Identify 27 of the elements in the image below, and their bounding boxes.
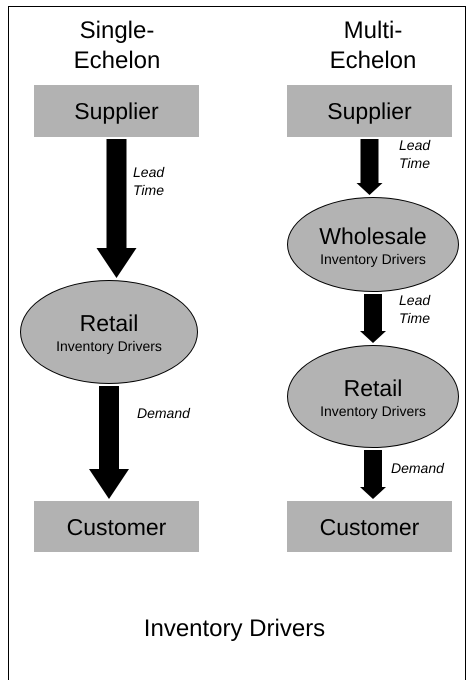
node-title: Customer <box>66 512 166 540</box>
process-box <box>287 85 452 137</box>
node-title: Customer <box>320 512 420 540</box>
block-arrow <box>360 294 386 343</box>
block-arrow <box>96 139 136 278</box>
block-arrow <box>360 450 386 499</box>
node-title: Supplier <box>327 97 412 125</box>
process-box <box>34 85 199 137</box>
process-box <box>287 501 452 552</box>
block-arrow <box>356 139 382 195</box>
edge-label: Demand <box>391 459 446 477</box>
process-box <box>34 501 199 552</box>
node-subtitle: Inventory Drivers <box>320 402 426 420</box>
edge-label: Lead Time <box>399 291 432 327</box>
node-subtitle: Inventory Drivers <box>320 250 426 268</box>
column-heading: Multi-Echelon <box>328 16 418 76</box>
column-heading: Single-Echelon <box>72 16 162 76</box>
node-title: Wholesale <box>319 222 427 250</box>
node-title: Supplier <box>74 97 159 125</box>
edge-label: Demand <box>137 404 192 422</box>
edge-label: Lead Time <box>133 163 166 199</box>
node-title: Retail <box>80 309 138 337</box>
caption: Inventory Drivers <box>142 614 326 644</box>
node-subtitle: Inventory Drivers <box>56 337 162 355</box>
node-title: Retail <box>344 374 402 402</box>
block-arrow <box>89 386 129 499</box>
edge-label: Lead Time <box>399 136 432 172</box>
